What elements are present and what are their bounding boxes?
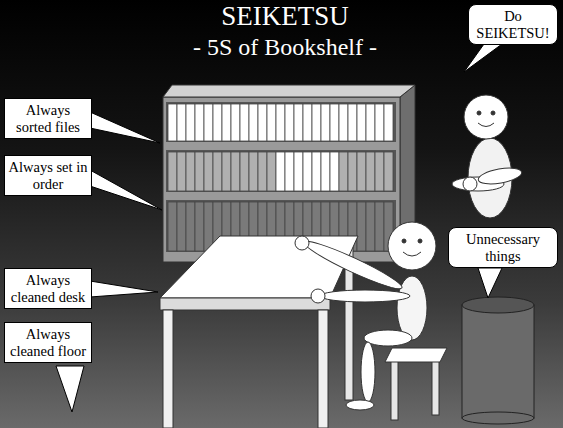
book [285,104,294,141]
book [303,152,312,191]
book [366,202,375,251]
book [213,152,222,191]
book [294,104,303,141]
book [375,152,384,191]
book [357,104,366,141]
bench [385,348,447,420]
book [294,152,303,191]
book [249,104,258,141]
seated-person [295,222,436,410]
book [375,104,384,141]
book [276,104,285,141]
book [195,202,204,251]
book [177,152,186,191]
book [240,104,249,141]
book [339,104,348,141]
book [186,152,195,191]
book [312,104,321,141]
book [258,104,267,141]
diagram-title: SEIKETSU [100,2,470,32]
desk [160,236,358,428]
book [213,104,222,141]
book [222,104,231,141]
book [195,152,204,191]
callout-box: Always cleaned desk [4,268,92,309]
book [222,152,231,191]
book [204,104,213,141]
callout-tails [56,44,502,412]
book [321,152,330,191]
callout-text: Always cleaned floor [8,326,88,359]
book [195,104,204,141]
book [177,202,186,251]
callout-box: Always sorted files [4,98,92,139]
book [357,152,366,191]
bookshelf [163,85,415,262]
book [267,104,276,141]
book [366,152,375,191]
book [186,202,195,251]
book [267,152,276,191]
book [204,152,213,191]
book [321,104,330,141]
book [204,202,213,251]
callout-box: Always set in order [4,155,92,196]
callout-text: Do SEIKETSU! [472,8,554,41]
book [276,152,285,191]
book [231,104,240,141]
speech-bubble: Do SEIKETSU! [468,4,558,45]
book [240,152,249,191]
callout-box: Always cleaned floor [4,322,92,363]
book [357,202,366,251]
speech-bubble: Unnecessary things [448,227,558,268]
book [168,152,177,191]
book [249,152,258,191]
subtitle: - 5S of Bookshelf - [100,34,470,60]
book [375,202,384,251]
book [303,104,312,141]
book [348,104,357,141]
book [348,152,357,191]
book [186,104,195,141]
book [177,104,186,141]
book [330,152,339,191]
book [384,152,393,191]
book [330,104,339,141]
book [339,152,348,191]
book [285,152,294,191]
callout-text: Unnecessary things [452,231,554,264]
book [384,104,393,141]
book [231,152,240,191]
trash-bin [462,297,534,424]
callout-text: Always sorted files [8,102,88,135]
book [366,104,375,141]
book [168,202,177,251]
callout-text: Always set in order [8,159,88,192]
callout-text: Always cleaned desk [8,272,88,305]
standing-person [452,95,523,218]
book [312,152,321,191]
book [168,104,177,141]
book [258,152,267,191]
